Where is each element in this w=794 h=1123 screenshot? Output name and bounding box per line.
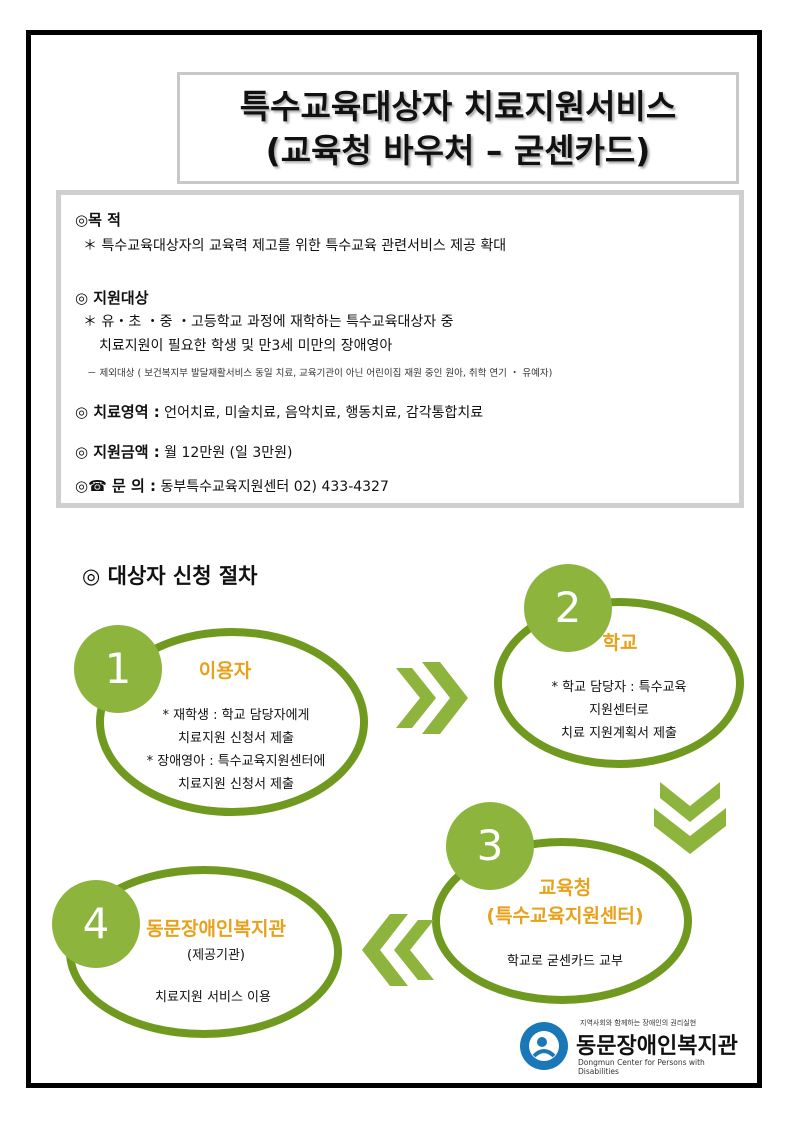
arrow-right-icon (396, 662, 468, 734)
step-4-number: 4 (52, 880, 140, 968)
step-1-number: 1 (74, 625, 162, 713)
organization-logo: 지역사회와 함께하는 장애인의 권리실현 동문장애인복지관 Dongmun Ce… (518, 1018, 748, 1076)
area-heading: ◎ 치료영역 : (75, 403, 160, 421)
purpose-heading: ◎목 적 (75, 211, 121, 229)
amount-heading: ◎ 지원금액 : (75, 443, 160, 461)
logo-emblem-icon (520, 1022, 568, 1070)
step-1-ellipse (96, 628, 368, 816)
page-title: 특수교육대상자 치료지원서비스 (교육청 바우처 – 굳센카드) (177, 72, 739, 184)
step-3-line: 학교로 굳센카드 교부 (507, 954, 623, 969)
target-note: － 제외대상 ( 보건복지부 발달재활서비스 동일 치료, 교육기관이 아닌 어… (87, 368, 553, 379)
arrow-left-icon (362, 914, 434, 986)
step-3-label-group: 교육청 (특수교육지원센터) (450, 874, 680, 930)
step-1-line: * 재학생 : 학교 담당자에게 (162, 708, 310, 723)
step-1-line: * 장애영아 : 특수교육지원센터에 (146, 754, 326, 769)
target-heading: ◎ 지원대상 (75, 289, 149, 307)
step-2-number: 2 (524, 564, 612, 652)
logo-name: 동문장애인복지관 (576, 1034, 738, 1059)
step-4-sublabel: (제공기관) (187, 948, 245, 963)
step-2-line: 지원센터로 (589, 703, 649, 718)
amount-text: 월 12만원 (일 3만원) (159, 445, 293, 461)
step-3-sublabel: (특수교육지원센터) (486, 905, 644, 927)
contact-heading: ◎☎ 문 의 : (75, 477, 157, 495)
arrow-down-icon (654, 782, 726, 854)
step-2-label: 학교 (602, 632, 638, 654)
purpose-text: ＊ 특수교육대상자의 교육력 제고를 위한 특수교육 관련서비스 제공 확대 (83, 238, 507, 254)
step-4-line: 치료지원 서비스 이용 (155, 990, 271, 1005)
contact-text: 동부특수교육지원센터 02) 433-4327 (156, 479, 389, 495)
info-box: ◎목 적 ＊ 특수교육대상자의 교육력 제고를 위한 특수교육 관련서비스 제공… (56, 190, 744, 508)
title-line-1: 특수교육대상자 치료지원서비스 (239, 87, 677, 126)
step-1-text: * 재학생 : 학교 담당자에게 치료지원 신청서 제출 * 장애영아 : 특수… (106, 704, 366, 796)
target-text-2: 치료지원이 필요한 학생 및 만3세 미만의 장애영아 (99, 338, 393, 354)
logo-english-name: Dongmun Center for Persons with Disabili… (578, 1058, 705, 1076)
procedure-heading: ◎ 대상자 신청 절차 (82, 564, 258, 588)
step-2-line: 치료 지원계획서 제출 (561, 726, 677, 741)
amount-row: ◎ 지원금액 : 월 12만원 (일 3만원) (75, 441, 292, 462)
title-line-2: (교육청 바우처 – 굳센카드) (265, 131, 651, 170)
step-4-label: 동문장애인복지관 (146, 918, 286, 940)
step-3-label: 교육청 (538, 877, 592, 899)
page-frame (26, 30, 762, 1088)
target-text-1: ＊ 유・초 ・중 ・고등학교 과정에 재학하는 특수교육대상자 중 (83, 314, 454, 330)
logo-tagline: 지역사회와 함께하는 장애인의 권리실현 (580, 1019, 697, 1027)
step-1-line: 치료지원 신청서 제출 (178, 777, 294, 792)
step-4-text: 치료지원 서비스 이용 (108, 986, 318, 1009)
step-3-number: 3 (446, 802, 534, 890)
contact-row: ◎☎ 문 의 : 동부특수교육지원센터 02) 433-4327 (75, 475, 389, 496)
step-2-line: * 학교 담당자 : 특수교육 (551, 680, 687, 695)
area-text: 언어치료, 미술치료, 음악치료, 행동치료, 감각통합치료 (159, 405, 484, 421)
step-2-text: * 학교 담당자 : 특수교육 지원센터로 치료 지원계획서 제출 (504, 676, 734, 745)
area-row: ◎ 치료영역 : 언어치료, 미술치료, 음악치료, 행동치료, 감각통합치료 (75, 401, 483, 422)
step-3-text: 학교로 굳센카드 교부 (450, 950, 680, 973)
step-1-line: 치료지원 신청서 제출 (178, 731, 294, 746)
step-1-label: 이용자 (198, 660, 252, 682)
